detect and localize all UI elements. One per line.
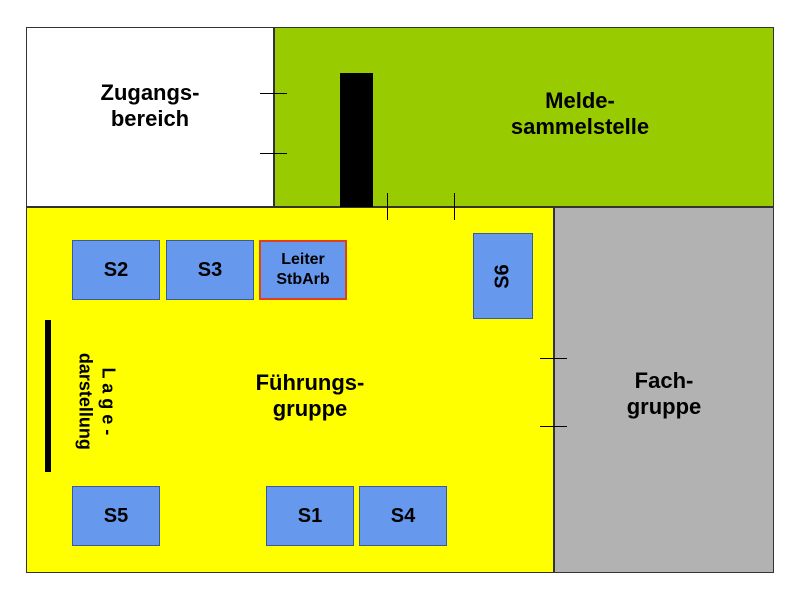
station-s3: S3: [166, 240, 254, 300]
wall-block: [340, 73, 373, 207]
fuehrungsgruppe-label: Führungs- gruppe: [255, 370, 365, 422]
station-s5: S5: [72, 486, 160, 546]
door-tick: [260, 153, 287, 154]
zugangsbereich-zone: [26, 27, 274, 207]
door-tick: [454, 193, 455, 220]
meldesammelstelle-label: Melde- sammelstelle: [510, 88, 650, 140]
lagedarstellung-board: [45, 320, 51, 472]
door-tick: [260, 93, 287, 94]
station-s1: S1: [266, 486, 354, 546]
station-s6-label: S6: [491, 263, 514, 289]
lagedarstellung-label: L a g e - darstellung: [75, 352, 119, 450]
station-s4: S4: [359, 486, 447, 546]
door-tick: [540, 426, 567, 427]
fachgruppe-label: Fach- gruppe: [626, 368, 702, 420]
station-s6: S6: [473, 233, 533, 319]
zugangsbereich-label: Zugangs- bereich: [100, 80, 200, 132]
fachgruppe-zone: [554, 207, 774, 573]
station-leiter-stbarb: Leiter StbArb: [259, 240, 347, 300]
door-tick: [387, 193, 388, 220]
door-tick: [540, 358, 567, 359]
station-s2: S2: [72, 240, 160, 300]
